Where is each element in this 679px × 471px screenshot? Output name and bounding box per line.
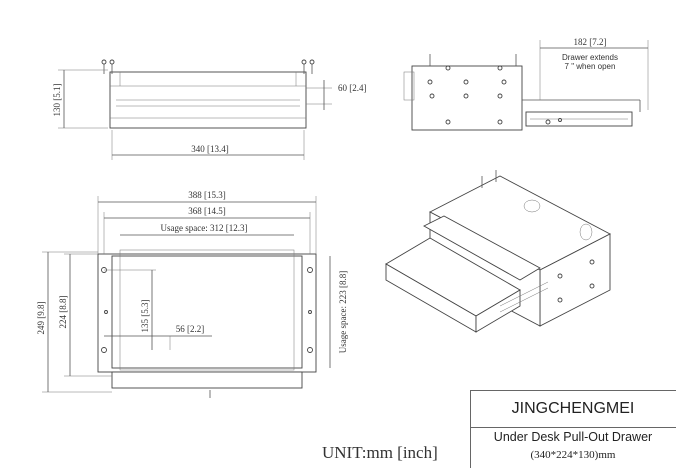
dim-depth-249: 249 [9.8] (36, 302, 46, 335)
dim-extend-182: 182 [7.2] (574, 37, 607, 47)
unit-label: UNIT:mm [inch] (322, 443, 438, 462)
dim-hole-56: 56 [2.2] (176, 324, 205, 334)
dim-rail-60: 60 [2.4] (338, 83, 367, 93)
title-brand: JINGCHENGMEI (470, 390, 676, 428)
dim-hole-135: 135 [5.3] (140, 300, 150, 333)
dim-outer-388: 388 [15.3] (188, 190, 226, 200)
title-product-size: (340*224*130)mm (530, 449, 616, 461)
dim-usage-312: Usage space: 312 [12.3] (161, 223, 248, 233)
dim-mid-368: 368 [14.5] (188, 206, 226, 216)
dim-depth-224: 224 [8.8] (58, 296, 68, 329)
dim-height-130: 130 [5.1] (52, 84, 62, 117)
title-block (470, 390, 676, 468)
dim-usage-223: Usage space: 223 [8.8] (338, 271, 348, 353)
note-drawer-extends: Drawer extends (562, 53, 618, 62)
title-product-name: Under Desk Pull-Out Drawer (493, 430, 653, 444)
side-view: 182 [7.2] Drawer extends 7 " when open (403, 37, 649, 131)
dim-width-340: 340 [13.4] (191, 144, 229, 154)
isometric-view (385, 170, 611, 333)
front-view: 130 [5.1] 340 [13.4] 60 [2.4] (52, 59, 367, 160)
note-when-open: 7 " when open (565, 62, 616, 71)
top-view: 388 [15.3] 368 [14.5] Usage space: 312 [… (36, 190, 348, 398)
